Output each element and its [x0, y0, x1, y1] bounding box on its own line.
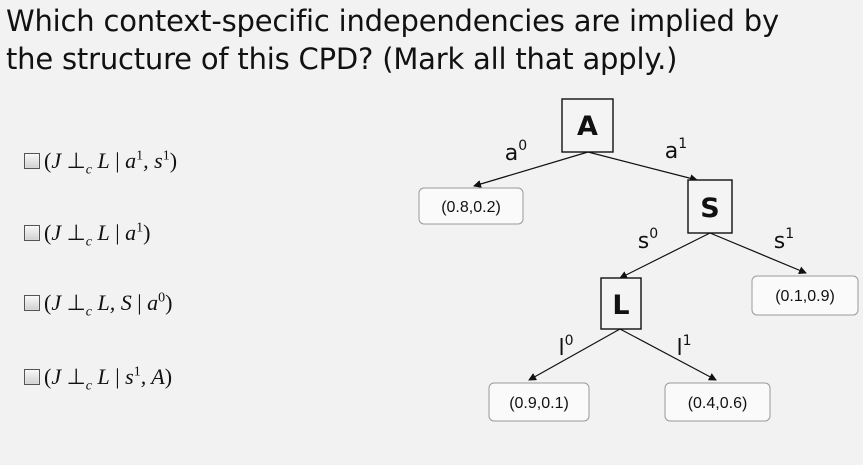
- node-s-label: S: [700, 193, 719, 224]
- edge-label-l0: l0: [558, 333, 573, 361]
- edge-l1: [619, 328, 717, 381]
- leaf-a0-label: (0.8,0.2): [441, 199, 501, 216]
- edge-a1: [587, 151, 698, 183]
- option-2-formula: (J ⊥c L | a1): [44, 220, 151, 250]
- option-4-formula: (J ⊥c L | s1, A): [44, 364, 173, 394]
- node-l-label: L: [612, 290, 629, 321]
- edge-label-s1: s1: [774, 226, 794, 254]
- option-4[interactable]: (J ⊥c L | s1, A): [24, 362, 324, 394]
- option-1[interactable]: (J ⊥c L | a1, s1): [24, 146, 324, 178]
- option-2-checkbox[interactable]: [24, 225, 40, 241]
- leaf-a0: (0.8,0.2): [418, 187, 524, 225]
- option-1-checkbox[interactable]: [24, 153, 40, 169]
- leaf-l1-label: (0.4,0.6): [688, 395, 748, 412]
- leaf-l0-label: (0.9,0.1): [509, 395, 569, 412]
- option-3-formula: (J ⊥c L, S | a0): [44, 290, 173, 320]
- node-a-label: A: [577, 111, 598, 142]
- edge-label-s0: s0: [638, 226, 658, 254]
- leaf-l1: (0.4,0.6): [664, 382, 771, 422]
- leaf-s1-label: (0.1,0.9): [775, 288, 835, 305]
- node-l: L: [600, 277, 642, 330]
- leaf-s1: (0.1,0.9): [751, 275, 859, 316]
- edge-label-a1: a1: [665, 136, 687, 164]
- option-4-checkbox[interactable]: [24, 369, 40, 385]
- edge-s0: [619, 232, 711, 279]
- question-text: Which context-specific independencies ar…: [6, 2, 856, 78]
- edge-label-l1: l1: [676, 333, 691, 361]
- edge-label-a0: a0: [505, 138, 527, 166]
- option-3[interactable]: (J ⊥c L, S | a0): [24, 288, 324, 320]
- edge-l0: [528, 328, 621, 381]
- edge-a0: [473, 151, 589, 188]
- edge-s1: [709, 232, 807, 274]
- option-1-formula: (J ⊥c L | a1, s1): [44, 148, 178, 178]
- option-2[interactable]: (J ⊥c L | a1): [24, 218, 324, 250]
- option-3-checkbox[interactable]: [24, 295, 40, 311]
- node-a: A: [561, 98, 614, 153]
- leaf-l0: (0.9,0.1): [488, 382, 590, 422]
- question-line-1: Which context-specific independencies ar…: [6, 4, 779, 38]
- node-s: S: [687, 179, 733, 234]
- question-line-2: the structure of this CPD? (Mark all tha…: [6, 42, 678, 76]
